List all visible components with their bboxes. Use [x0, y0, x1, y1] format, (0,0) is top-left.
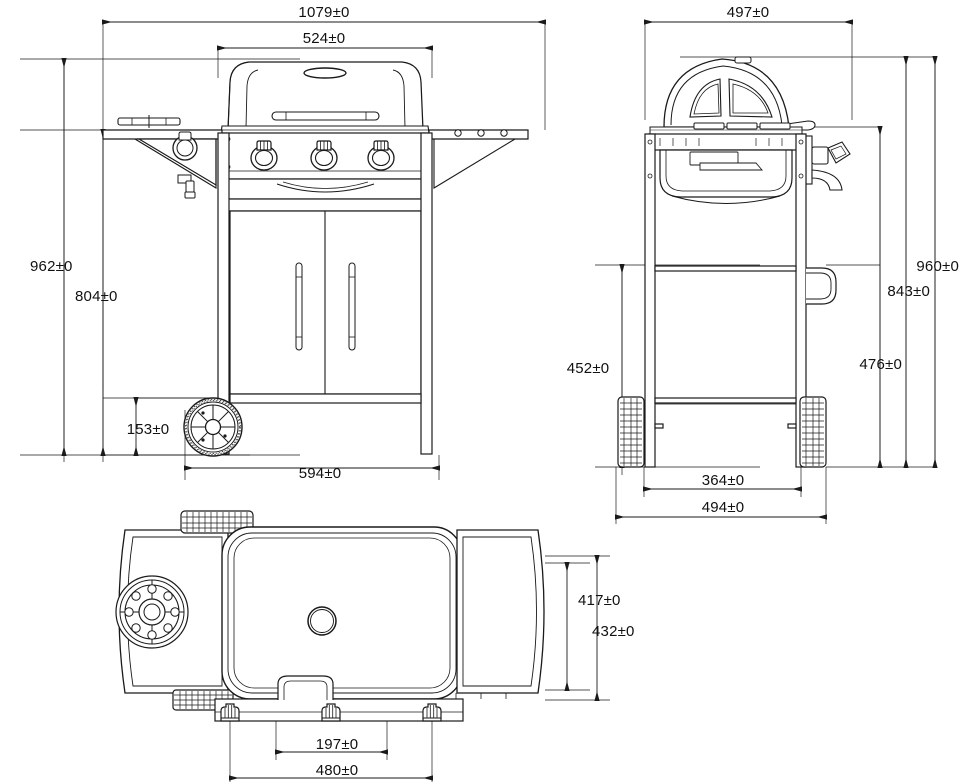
- wheel-front: [183, 397, 243, 457]
- dim-label-153: 153±0: [127, 421, 170, 438]
- right-side-shelf: [428, 129, 529, 189]
- dim-label-594: 594±0: [299, 465, 342, 482]
- dim-label-494: 494±0: [702, 499, 745, 516]
- dim-label-804: 804±0: [75, 288, 118, 305]
- side-burner-top: [115, 575, 189, 649]
- dim-label-364: 364±0: [702, 472, 745, 489]
- cart-legs-side: [644, 133, 807, 468]
- dimension-labels: 1079±0 524±0 962±0 804±0 153±0 594±0 497…: [30, 4, 959, 779]
- dim-label-960: 960±0: [916, 258, 959, 275]
- side-burner-front: [117, 115, 198, 161]
- cabinet-front: [217, 132, 433, 455]
- dim-label-497: 497±0: [727, 4, 770, 21]
- cart-loop-handle-side: [806, 267, 837, 305]
- wheel-side-right: [799, 396, 827, 468]
- dim-label-417: 417±0: [578, 592, 621, 609]
- lid-vent-oval: [303, 67, 347, 79]
- cabinet-door-handles[interactable]: [295, 262, 356, 351]
- dim-label-476: 476±0: [859, 356, 902, 373]
- dim-label-1079: 1079±0: [298, 4, 349, 21]
- dim-label-452: 452±0: [567, 360, 610, 377]
- worktop-front: [220, 125, 430, 134]
- wheel-side-left: [617, 396, 645, 468]
- dim-153: [133, 397, 210, 456]
- dim-label-524: 524±0: [303, 30, 346, 47]
- top-plan-view: [115, 510, 610, 782]
- cooking-grate-side: [649, 122, 803, 135]
- grill-lid-side: [663, 56, 790, 128]
- gas-valve-front: [177, 174, 196, 199]
- right-shelf-top: [456, 529, 545, 694]
- dim-label-962: 962±0: [30, 258, 73, 275]
- side-elevation-view: [595, 19, 938, 524]
- lid-vent-circle-inner-top: [310, 609, 334, 633]
- dim-label-843: 843±0: [887, 283, 930, 300]
- wheel-top-left: [180, 510, 254, 534]
- grill-lid-top: [221, 526, 463, 700]
- dim-label-432: 432±0: [592, 623, 635, 640]
- lid-handle-front: [271, 111, 380, 121]
- left-side-shelf: [102, 129, 223, 189]
- firebox-front: [221, 178, 430, 212]
- dim-label-480: 480±0: [316, 762, 359, 779]
- front-elevation-view: [20, 19, 546, 480]
- dim-label-197: 197±0: [316, 736, 359, 753]
- firebox-side: [647, 133, 805, 204]
